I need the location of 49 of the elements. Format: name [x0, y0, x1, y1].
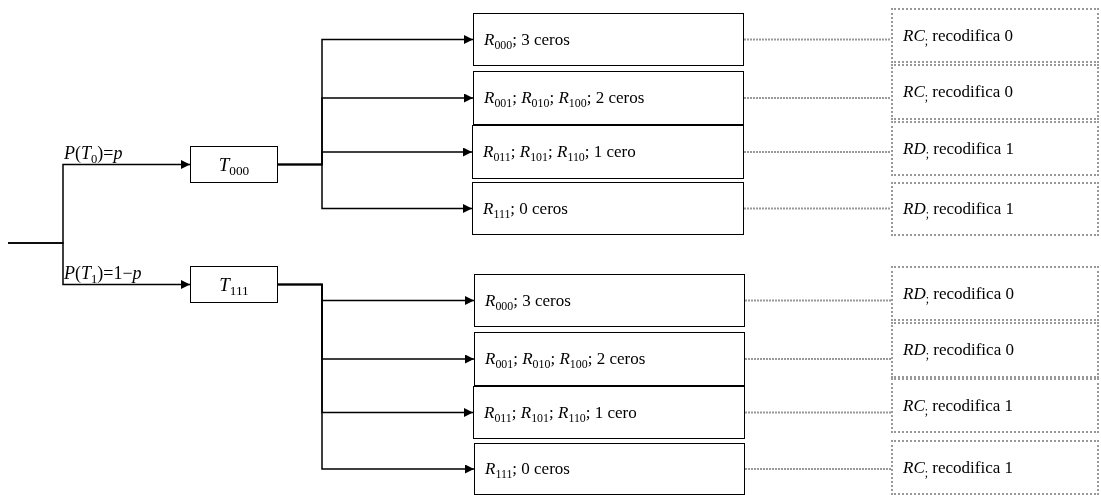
node-text: RD$_{;}$ recodifica 0	[903, 283, 1014, 304]
node-text: R$_{001}$; R$_{010}$; R$_{100}$; 2 ceros	[484, 88, 645, 108]
edge-label: P(T$_{1}$)=1−p	[64, 263, 142, 282]
node-text: RD$_{;}$ recodifica 1	[903, 138, 1014, 159]
received-box	[473, 71, 744, 125]
received-box	[473, 13, 744, 66]
decision-box	[891, 322, 1099, 378]
received-box	[474, 332, 745, 386]
node-text: T$_{000}$	[218, 153, 250, 176]
received-box	[474, 274, 745, 327]
node-text: R$_{011}$; R$_{101}$; R$_{110}$; 1 cero	[483, 142, 636, 162]
node-text: RC$_{;}$ recodifica 1	[903, 395, 1013, 416]
node-text: RC$_{;}$ recodifica 0	[903, 82, 1013, 102]
received-box	[472, 182, 744, 235]
decision-box	[891, 182, 1099, 236]
arrow	[277, 163, 473, 213]
edge-label: P(T$_{0}$)=p	[64, 143, 123, 162]
node-text: RC$_{;}$ recodifica 0	[903, 25, 1013, 46]
decision-box	[891, 440, 1099, 495]
dotted-connector	[744, 299, 892, 302]
transmit-box	[190, 266, 278, 303]
arrow	[277, 283, 475, 474]
dotted-connector	[743, 97, 892, 99]
decision-box	[891, 266, 1099, 321]
decision-box	[891, 121, 1099, 176]
node-text: RD$_{;}$ recodifica 0	[903, 340, 1014, 360]
dotted-connector	[743, 38, 892, 41]
received-box	[474, 443, 745, 495]
dotted-connector	[743, 207, 892, 210]
arrow	[7, 242, 191, 289]
dotted-connector	[743, 151, 892, 153]
node-text: R$_{000}$; 3 ceros	[485, 290, 571, 311]
dotted-connector	[744, 358, 892, 360]
decision-box	[891, 8, 1099, 63]
node-text: R$_{111}$; 0 ceros	[485, 459, 570, 479]
decision-box	[891, 64, 1099, 120]
received-box	[473, 386, 745, 439]
node-text: RD$_{;}$ recodifica 1	[903, 199, 1014, 219]
node-text: R$_{000}$; 3 ceros	[484, 29, 570, 50]
decision-box	[891, 378, 1099, 433]
node-text: R$_{011}$; R$_{101}$; R$_{110}$; 1 cero	[484, 402, 637, 423]
node-text: RC$_{;}$ recodifica 1	[903, 457, 1013, 478]
transmit-box	[190, 146, 278, 183]
dotted-connector	[744, 411, 892, 414]
received-box	[472, 125, 744, 179]
node-text: R$_{001}$; R$_{010}$; R$_{100}$; 2 ceros	[485, 349, 646, 369]
dotted-connector	[744, 468, 892, 470]
node-text: R$_{111}$; 0 ceros	[483, 198, 568, 219]
node-text: T$_{111}$	[219, 273, 249, 296]
